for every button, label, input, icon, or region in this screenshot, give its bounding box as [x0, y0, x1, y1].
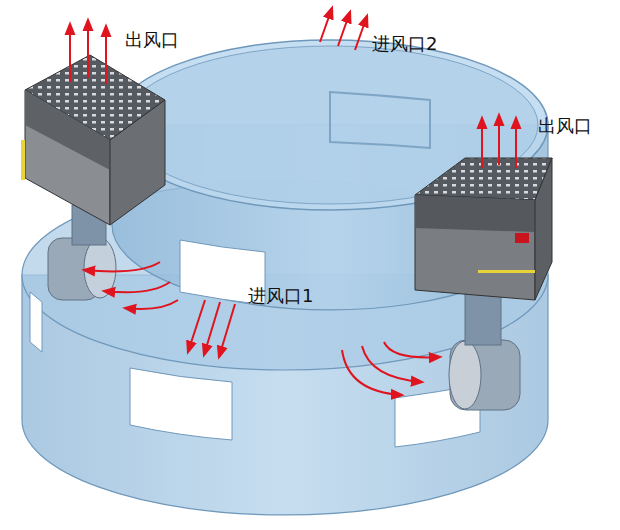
annotation-label: 出风口: [538, 116, 592, 136]
annotation-label: 进风口1: [248, 286, 313, 306]
annotation-label: 出风口: [125, 30, 179, 50]
annotation-label: 进风口2: [372, 34, 437, 54]
